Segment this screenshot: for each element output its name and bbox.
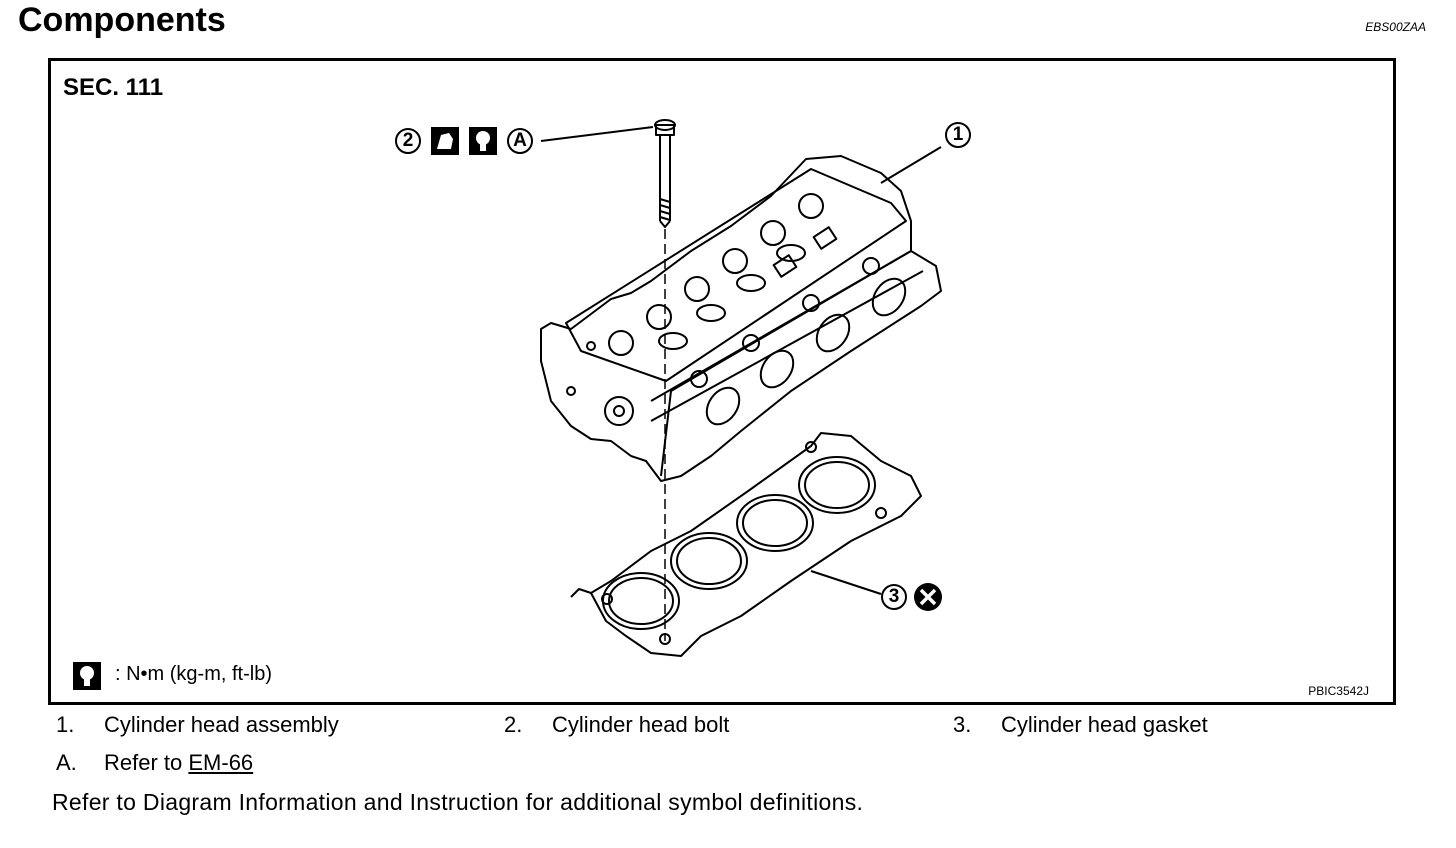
apply-oil-icon bbox=[431, 127, 459, 155]
cylinder-head-illustration bbox=[73, 119, 942, 690]
page-title: Components bbox=[18, 1, 226, 39]
do-not-reuse-icon bbox=[914, 583, 942, 611]
callout-1: 1 bbox=[945, 122, 971, 148]
figure-code: PBIC3542J bbox=[1308, 684, 1369, 698]
legend-item-number: 3. bbox=[953, 712, 972, 737]
em-66-link[interactable]: EM-66 bbox=[188, 750, 254, 775]
components-figure: SEC. 111 2 A 1 3 : N•m (kg-m, ft-lb) PBI… bbox=[48, 58, 1396, 705]
legend-item-label: Cylinder head gasket bbox=[1001, 712, 1208, 737]
torque-wrench-icon bbox=[73, 662, 101, 690]
legend-ref-prefix: Refer to bbox=[104, 750, 189, 775]
torque-legend: : N•m (kg-m, ft-lb) bbox=[109, 662, 272, 686]
cylinder-head-gasket bbox=[570, 432, 922, 657]
callout-3: 3 bbox=[881, 584, 907, 610]
footer-note: Refer to Diagram Information and Instruc… bbox=[52, 789, 864, 815]
cylinder-head-assembly bbox=[540, 155, 942, 482]
callout-a: A bbox=[507, 128, 533, 154]
cylinder-head-bolt bbox=[654, 119, 676, 228]
legend-item-number: 2. bbox=[504, 712, 523, 737]
legend-item-label: Cylinder head assembly bbox=[104, 712, 339, 737]
torque-wrench-icon bbox=[469, 127, 497, 155]
legend-ref-number: A. bbox=[56, 750, 77, 775]
doc-code: EBS00ZAA bbox=[1365, 20, 1426, 34]
torque-legend-text: : N•m (kg-m, ft-lb) bbox=[115, 663, 272, 685]
callout-2: 2 bbox=[395, 128, 421, 154]
legend-item-label: Cylinder head bolt bbox=[552, 712, 730, 737]
section-label: SEC. 111 bbox=[63, 74, 164, 101]
legend-item-number: 1. bbox=[56, 712, 75, 737]
